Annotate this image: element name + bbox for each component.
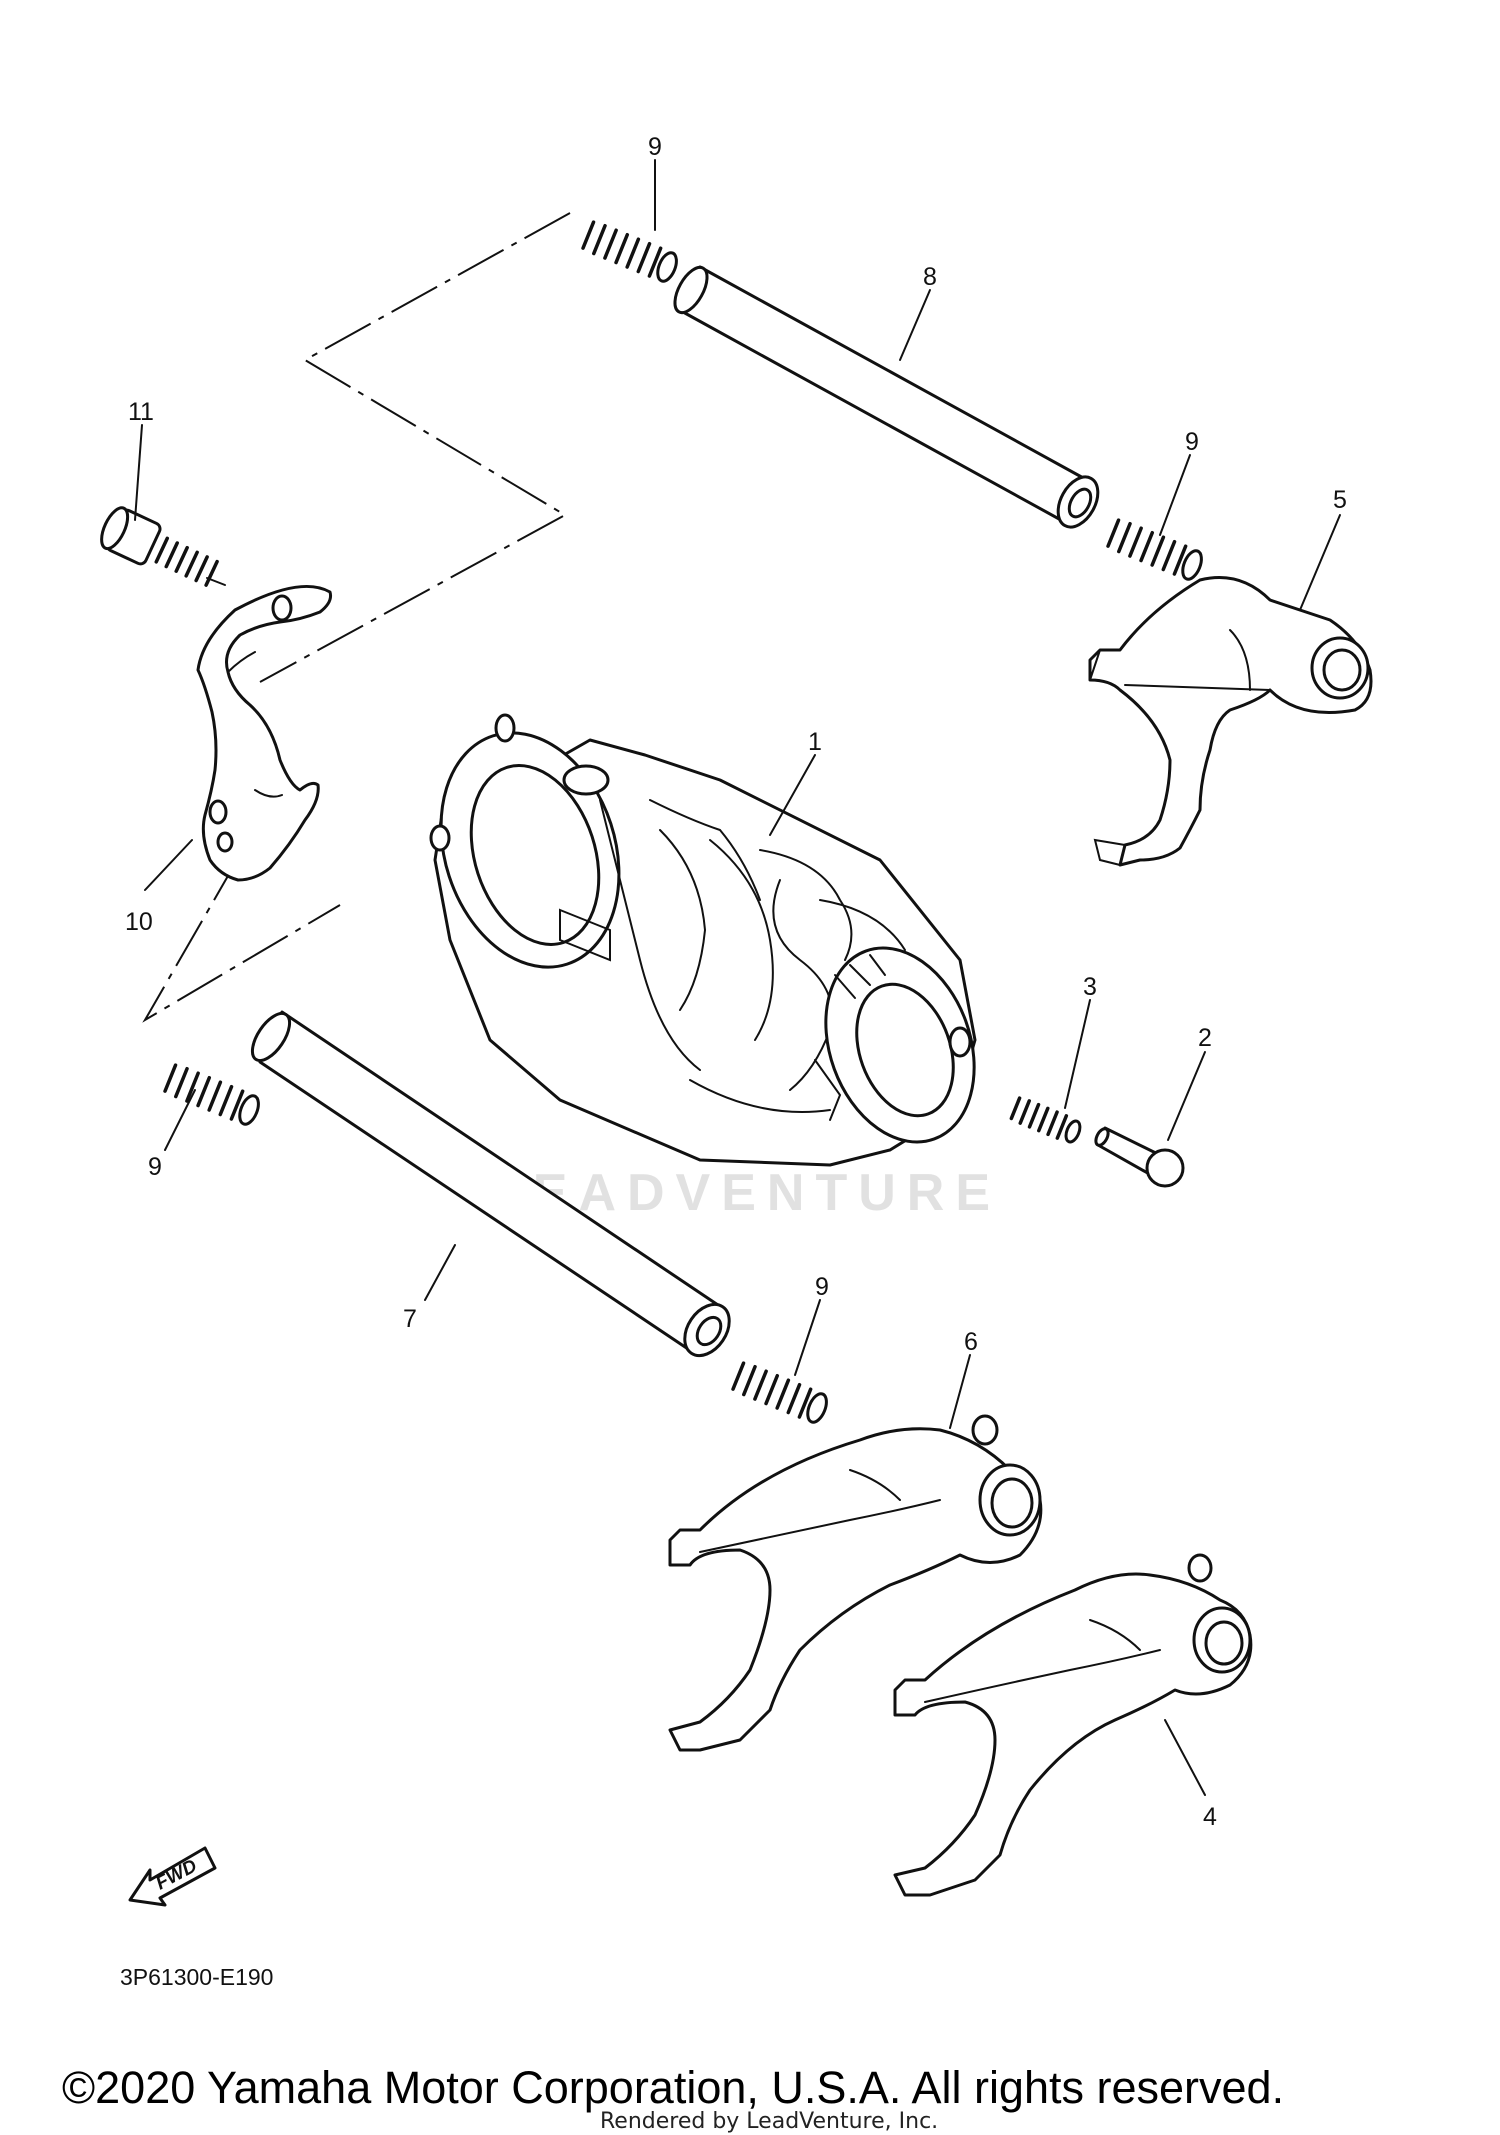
spring-9-top[interactable] <box>581 220 680 284</box>
spring-3[interactable] <box>1009 1096 1083 1145</box>
shift-fork-6[interactable] <box>668 1414 1043 1752</box>
copyright-text: ©2020 Yamaha Motor Corporation, U.S.A. A… <box>62 2062 1284 2113</box>
callout-8[interactable]: 8 <box>923 263 937 291</box>
spring-9-left[interactable] <box>163 1063 262 1127</box>
spring-9-middle[interactable] <box>731 1361 830 1425</box>
bolt-11[interactable] <box>96 504 221 593</box>
callout-10[interactable]: 10 <box>125 908 153 936</box>
callouts: 9 8 9 5 11 1 3 2 10 9 7 9 6 4 <box>125 133 1347 1831</box>
callout-4[interactable]: 4 <box>1203 1803 1217 1831</box>
shift-fork-4[interactable] <box>893 1553 1253 1897</box>
callout-9-right[interactable]: 9 <box>1185 428 1199 456</box>
rendered-by-text: Rendered by LeadVenture, Inc. <box>600 2109 938 2134</box>
callout-2[interactable]: 2 <box>1198 1024 1212 1052</box>
callout-5[interactable]: 5 <box>1333 486 1347 514</box>
spring-9-right[interactable] <box>1106 518 1205 582</box>
callout-3[interactable]: 3 <box>1083 973 1097 1001</box>
callout-7[interactable]: 7 <box>403 1305 417 1333</box>
leader-lines <box>134 159 1341 1796</box>
callout-1[interactable]: 1 <box>808 728 822 756</box>
shift-shaft-8[interactable] <box>668 262 1106 534</box>
shift-drum-1[interactable] <box>412 710 1000 1167</box>
plate-10[interactable] <box>196 585 332 882</box>
pin-2[interactable] <box>1093 1126 1185 1188</box>
callout-11[interactable]: 11 <box>128 398 154 426</box>
diagram-code: 3P61300-E190 <box>120 1964 273 1990</box>
shift-shaft-7[interactable] <box>245 1007 738 1363</box>
callout-9-top[interactable]: 9 <box>648 133 662 161</box>
callout-6[interactable]: 6 <box>964 1328 978 1356</box>
shift-fork-5[interactable] <box>1088 576 1373 867</box>
callout-9-left[interactable]: 9 <box>148 1153 162 1181</box>
fwd-arrow-icon: FWD <box>128 1846 217 1907</box>
callout-9-middle[interactable]: 9 <box>815 1273 829 1301</box>
